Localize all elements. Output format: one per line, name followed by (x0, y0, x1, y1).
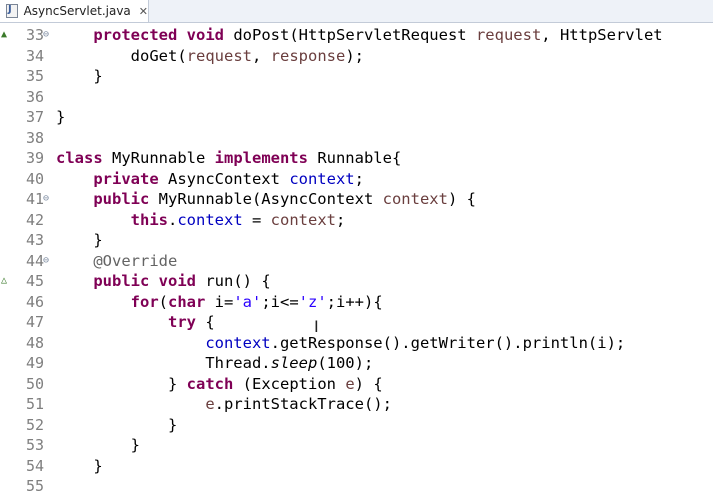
line-number: 42 (25, 210, 44, 229)
line-number-gutter (0, 23, 48, 495)
code-text: for(char i='a';i<='z';i++){ (130, 292, 383, 311)
code-line[interactable]: 42 this.context = context; (0, 210, 713, 230)
editor-tab-bar: AsyncServlet.java ✕ (0, 0, 713, 23)
text-cursor-icon: I (314, 317, 319, 336)
line-number: 45 (25, 272, 44, 290)
code-text: private AsyncContext context; (93, 169, 364, 188)
code-text: this.context = context; (130, 210, 346, 229)
code-line[interactable]: 49 Thread.sleep(100); (0, 353, 713, 373)
line-number: 37 (25, 108, 44, 126)
code-line[interactable]: 43 } (0, 230, 713, 250)
line-number: 38 (25, 128, 44, 147)
code-line[interactable]: 51 e.printStackTrace(); (0, 394, 713, 414)
code-text: } (56, 436, 140, 454)
code-line[interactable]: 44⊖ @Override (0, 251, 713, 271)
code-text: Thread.sleep(100); (56, 354, 374, 372)
code-text: e.printStackTrace(); (205, 395, 392, 413)
code-line[interactable]: 47 try { (0, 312, 713, 332)
line-number: 39 (25, 149, 44, 167)
code-line[interactable]: 33 ▲ ⊖ protected void doPost(HttpServletRe… (0, 25, 713, 45)
java-file-icon (6, 4, 18, 18)
code-text: } (56, 108, 66, 126)
code-line[interactable]: 46 for(char i='a';i<='z';i++){ (0, 292, 713, 312)
code-text: public MyRunnable(AsyncContext context) … (93, 190, 476, 208)
line-number: 43 (25, 231, 44, 249)
line-number: 54 (25, 456, 44, 475)
code-line[interactable]: 40 private AsyncContext context; (0, 169, 713, 189)
code-line[interactable]: 52 } (0, 415, 713, 435)
code-line[interactable]: 35 } (0, 66, 713, 86)
line-number: 44 (25, 251, 44, 270)
line-number: 36 (25, 87, 44, 106)
code-line[interactable]: 36 (0, 87, 713, 107)
code-editor[interactable]: 33 ▲ ⊖ protected void doPost(HttpServletRe… (0, 23, 713, 495)
line-number: 52 (25, 415, 44, 434)
code-text: protected void doPost(HttpServletRequest… (93, 26, 663, 44)
line-number: 34 (25, 46, 44, 65)
line-number: 48 (25, 333, 44, 352)
code-line[interactable]: 55 (0, 476, 713, 496)
code-line[interactable]: 48 context.getResponse().getWriter().pri… (0, 333, 713, 353)
code-text: } (56, 67, 103, 85)
code-text: } (56, 415, 178, 434)
code-text: } (56, 456, 103, 475)
line-number: 55 (25, 477, 44, 495)
code-line[interactable]: 45 △ public void run() { (0, 271, 713, 291)
line-number: 46 (25, 292, 44, 311)
implements-marker-icon: △ (1, 275, 8, 286)
line-number: 40 (25, 169, 44, 188)
override-marker-icon: ▲ (1, 29, 8, 40)
code-text: public void run() { (93, 272, 271, 290)
close-tab-icon[interactable]: ✕ (138, 4, 148, 18)
line-number: 33 (25, 26, 44, 44)
code-text: doGet(request, response); (56, 46, 364, 65)
fold-toggle-icon[interactable]: ⊖ (43, 254, 50, 266)
code-line[interactable]: 54 } (0, 456, 713, 476)
line-number: 41 (25, 190, 44, 208)
fold-toggle-icon[interactable]: ⊖ (43, 29, 50, 40)
fold-toggle-icon[interactable]: ⊖ (43, 193, 50, 204)
line-number: 51 (25, 395, 44, 413)
code-line[interactable]: 39 class MyRunnable implements Runnable{ (0, 148, 713, 168)
line-number: 50 (25, 374, 44, 393)
line-number: 47 (25, 313, 44, 331)
code-line[interactable]: 34 doGet(request, response); (0, 46, 713, 66)
code-text: class MyRunnable implements Runnable{ (56, 149, 402, 167)
code-text: } catch (Exception e) { (56, 374, 383, 393)
code-line[interactable]: 53 } (0, 435, 713, 455)
code-line[interactable]: 41⊖ public MyRunnable(AsyncContext conte… (0, 189, 713, 209)
line-number: 49 (25, 354, 44, 372)
line-number: 53 (25, 436, 44, 454)
code-text: } (56, 231, 103, 249)
code-text: context.getResponse().getWriter().printl… (205, 333, 626, 352)
code-line[interactable]: 37} (0, 107, 713, 127)
tab-title: AsyncServlet.java (23, 4, 131, 18)
code-text: try { (167, 313, 215, 331)
code-line[interactable]: 50 } catch (Exception e) { (0, 374, 713, 394)
line-number: 35 (25, 67, 44, 85)
tab-asyncservlet[interactable]: AsyncServlet.java ✕ (0, 0, 149, 22)
code-line[interactable]: 38 (0, 128, 713, 148)
code-text: @Override (93, 251, 178, 270)
